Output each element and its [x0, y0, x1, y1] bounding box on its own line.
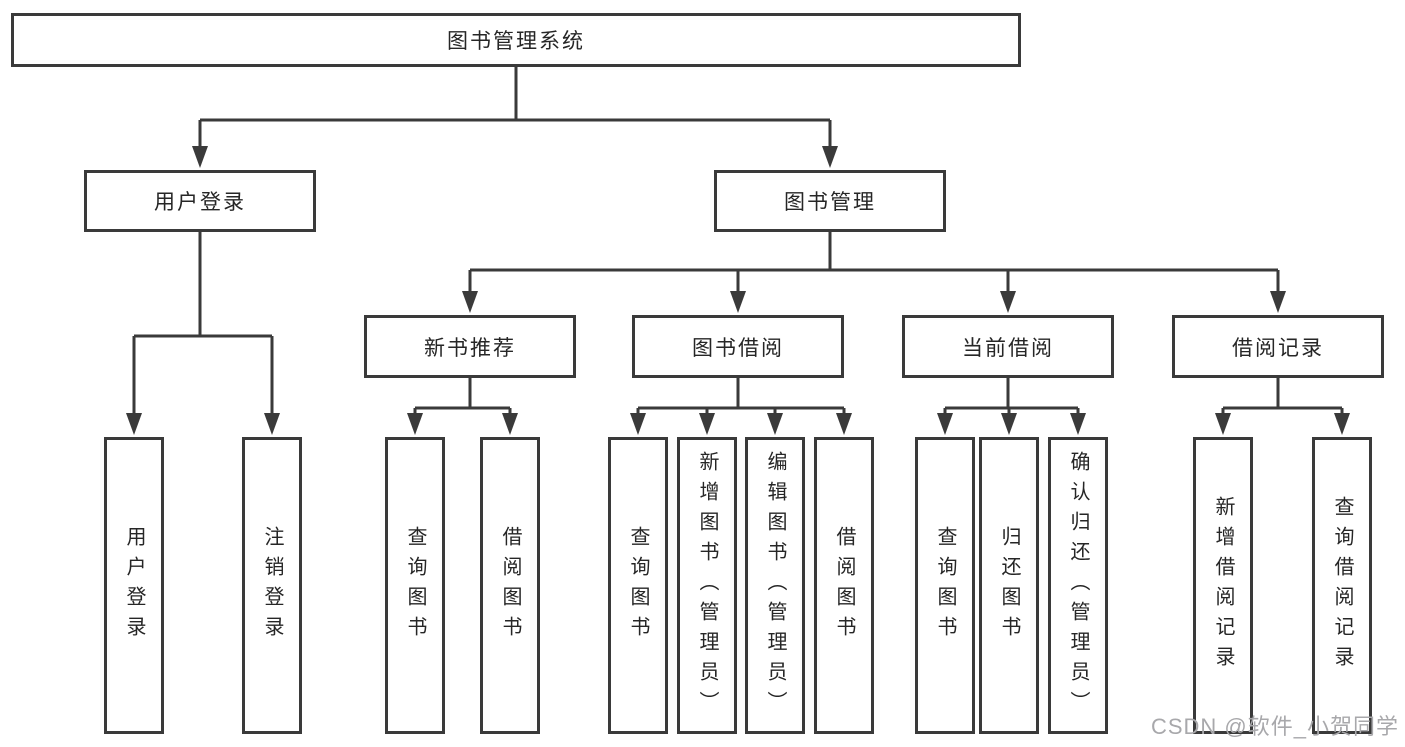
watermark-text: CSDN @软件_小贺同学 [1150, 714, 1399, 739]
node-system-root: 图书管理系统 [11, 13, 1021, 67]
node-label: 借阅图书 [499, 525, 521, 646]
node-leaf-add-book-admin: 新增图书（管理员） [677, 437, 737, 734]
node-leaf-query-books-recommend: 查询图书 [385, 437, 445, 734]
node-label: 归还图书 [998, 525, 1020, 646]
node-label: 用户登录 [154, 191, 246, 214]
node-label: 新书推荐 [424, 336, 516, 360]
node-book-borrow: 图书借阅 [632, 315, 844, 378]
node-label: 借阅记录 [1232, 336, 1324, 360]
node-label: 编辑图书（管理员） [764, 450, 786, 721]
node-label: 借阅图书 [833, 525, 855, 646]
node-label: 查询图书 [627, 525, 649, 646]
node-label: 当前借阅 [962, 336, 1054, 360]
node-leaf-query-books-borrow: 查询图书 [608, 437, 668, 734]
node-leaf-confirm-return-admin: 确认归还（管理员） [1048, 437, 1108, 734]
node-label: 确认归还（管理员） [1067, 450, 1089, 721]
node-label: 注销登录 [261, 525, 283, 646]
node-leaf-borrow-books: 借阅图书 [814, 437, 874, 734]
node-label: 查询图书 [404, 525, 426, 646]
node-leaf-query-borrow-record: 查询借阅记录 [1312, 437, 1372, 734]
node-leaf-edit-book-admin: 编辑图书（管理员） [745, 437, 805, 734]
node-current-borrow: 当前借阅 [902, 315, 1114, 378]
node-label: 查询图书 [934, 525, 956, 646]
node-label: 图书借阅 [692, 336, 784, 360]
node-leaf-borrow-books-recommend: 借阅图书 [480, 437, 540, 734]
node-borrow-record: 借阅记录 [1172, 315, 1384, 378]
arrowhead-icons [126, 146, 1350, 435]
node-label: 查询借阅记录 [1331, 495, 1353, 676]
node-label: 新增图书（管理员） [696, 450, 718, 721]
node-label: 用户登录 [123, 525, 145, 646]
node-label: 新增借阅记录 [1212, 495, 1234, 676]
node-leaf-user-login: 用户登录 [104, 437, 164, 734]
node-leaf-logout: 注销登录 [242, 437, 302, 734]
node-leaf-query-books-current: 查询图书 [915, 437, 975, 734]
node-leaf-return-book: 归还图书 [979, 437, 1039, 734]
node-user-login-branch: 用户登录 [84, 170, 316, 232]
node-label: 图书管理系统 [447, 30, 585, 53]
node-label: 图书管理 [784, 191, 876, 214]
node-leaf-add-borrow-record: 新增借阅记录 [1193, 437, 1253, 734]
node-new-book-recommend: 新书推荐 [364, 315, 576, 378]
node-book-management-branch: 图书管理 [714, 170, 946, 232]
